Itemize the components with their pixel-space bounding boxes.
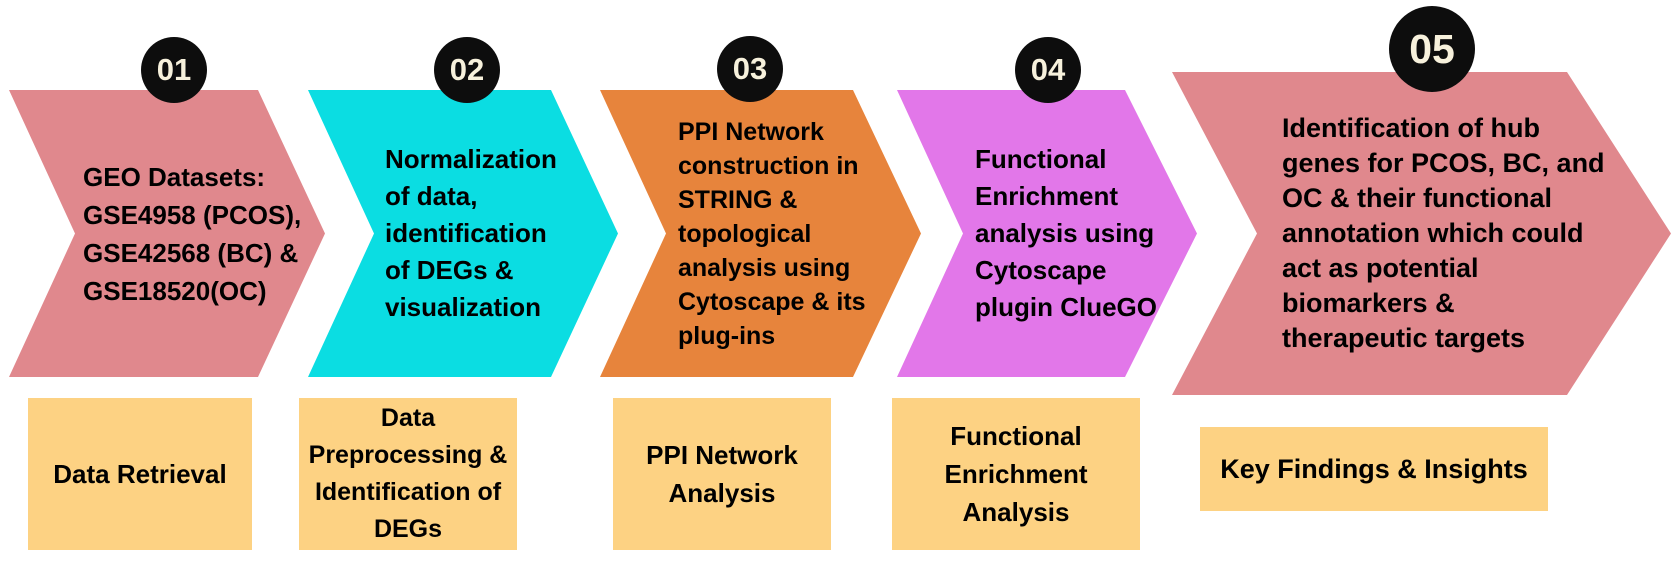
step-3-arrow: PPI Network construction in STRING & top… [600,90,921,377]
step-5-arrow-text: Identification of hub genes for PCOS, BC… [1282,113,1605,353]
step-2-arrow-text: Normalization of data, identification of… [385,144,557,322]
step-5-label: Key Findings & Insights [1220,454,1528,484]
step-1-number: 01 [156,52,192,87]
step-3-number-badge: 03 [717,36,783,102]
step-4-number-badge: 04 [1015,37,1081,103]
step-2-arrow: Normalization of data, identification of… [308,90,618,377]
step-4-arrow: Functional Enrichment analysis using Cyt… [897,90,1197,377]
step-4-arrow-text: Functional Enrichment analysis using Cyt… [975,144,1157,322]
step-5-number: 05 [1409,25,1455,72]
step-3-number: 03 [732,51,768,86]
step-2-number-badge: 02 [434,37,500,103]
step-4-label: Functional Enrichment Analysis [944,421,1088,527]
step-1-label-box: Data Retrieval [28,398,252,550]
step-3-label: PPI Network Analysis [646,440,798,508]
step-3-arrow-text: PPI Network construction in STRING & top… [678,117,866,350]
step-4-number: 04 [1030,52,1066,87]
step-3-label-box: PPI Network Analysis [613,398,831,550]
step-1-number-badge: 01 [141,37,207,103]
step-4-label-box: Functional Enrichment Analysis [892,398,1140,550]
step-2-label: Data Preprocessing & Identification of D… [308,404,508,543]
step-1-arrow: GEO Datasets: GSE4958 (PCOS), GSE42568 (… [9,90,325,377]
step-5-label-box: Key Findings & Insights [1200,427,1548,511]
step-5-number-badge: 05 [1389,6,1475,92]
step-1-arrow-text: GEO Datasets: GSE4958 (PCOS), GSE42568 (… [83,161,302,306]
step-2-number: 02 [449,52,485,87]
step-2-label-box: Data Preprocessing & Identification of D… [299,398,517,550]
step-1-label: Data Retrieval [53,458,227,489]
step-5-arrow: Identification of hub genes for PCOS, BC… [1172,72,1671,395]
